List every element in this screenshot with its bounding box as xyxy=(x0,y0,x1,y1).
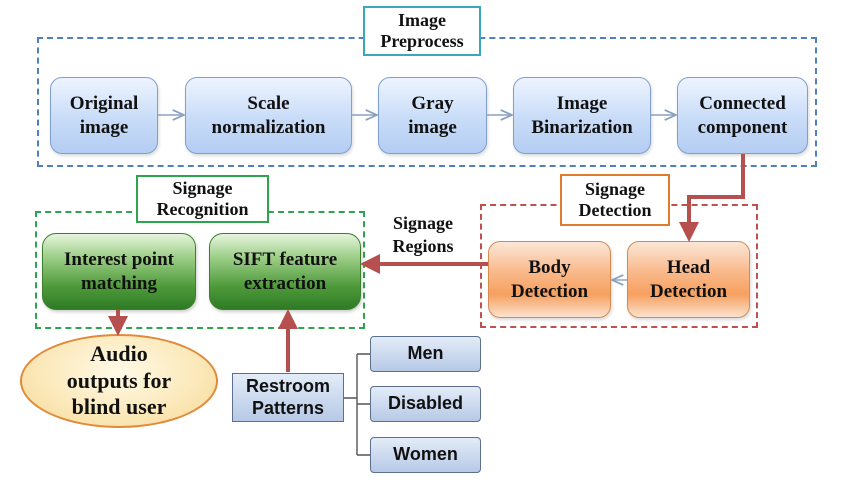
node-image-binarization: Image Binarization xyxy=(513,77,651,154)
node-sift-feature-extraction: SIFT feature extraction xyxy=(209,233,361,310)
restroom-patterns: Restroom Patterns xyxy=(232,373,344,422)
pattern-women: Women xyxy=(370,437,481,473)
patterns-bracket xyxy=(344,353,370,456)
node-interest-point-matching: Interest point matching xyxy=(42,233,196,310)
node-gray-image: Gray image xyxy=(378,77,487,154)
preprocess-title: Image Preprocess xyxy=(363,6,481,56)
pattern-disabled: Disabled xyxy=(370,386,481,422)
arrow-connected-to-head xyxy=(679,154,745,242)
pattern-men: Men xyxy=(370,336,481,372)
output-audio: Audio outputs for blind user xyxy=(20,334,218,428)
node-head-detection: Head Detection xyxy=(627,241,750,318)
recognition-title: Signage Recognition xyxy=(136,175,269,223)
node-body-detection: Body Detection xyxy=(488,241,611,318)
detection-title: Signage Detection xyxy=(560,174,670,226)
edge-label-signage-regions: Signage Regions xyxy=(392,213,454,256)
node-connected-component: Connected component xyxy=(677,77,808,154)
node-original-image: Original image xyxy=(50,77,158,154)
node-scale-normalization: Scale normalization xyxy=(185,77,352,154)
